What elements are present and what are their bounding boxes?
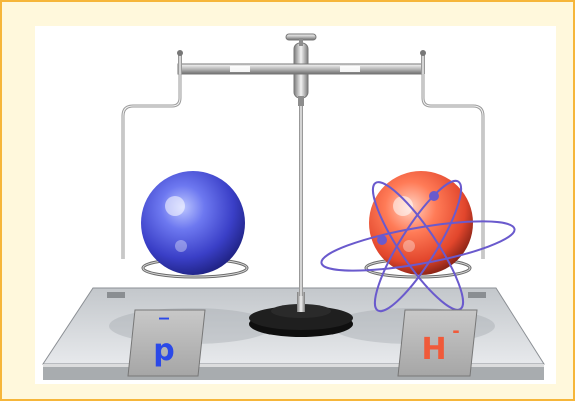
antiproton-symbol: p — [153, 333, 174, 368]
balance-scale-illustration: ‾ p H - — [42, 33, 545, 380]
hydrogen-anion-symbol: H — [421, 332, 446, 367]
balance-beam — [177, 50, 426, 75]
antiproton-overline: ‾ — [159, 314, 169, 338]
balance-illustration: ‾ p H - — [35, 26, 556, 384]
antiproton-sphere-icon — [141, 171, 245, 275]
stand-base — [249, 292, 353, 337]
antiproton-label-card: ‾ p — [127, 309, 206, 377]
hydrogen-anion-superscript: - — [452, 321, 459, 342]
hydrogen-anion-label-card: H - — [397, 309, 478, 377]
electron-orbits — [320, 179, 516, 313]
